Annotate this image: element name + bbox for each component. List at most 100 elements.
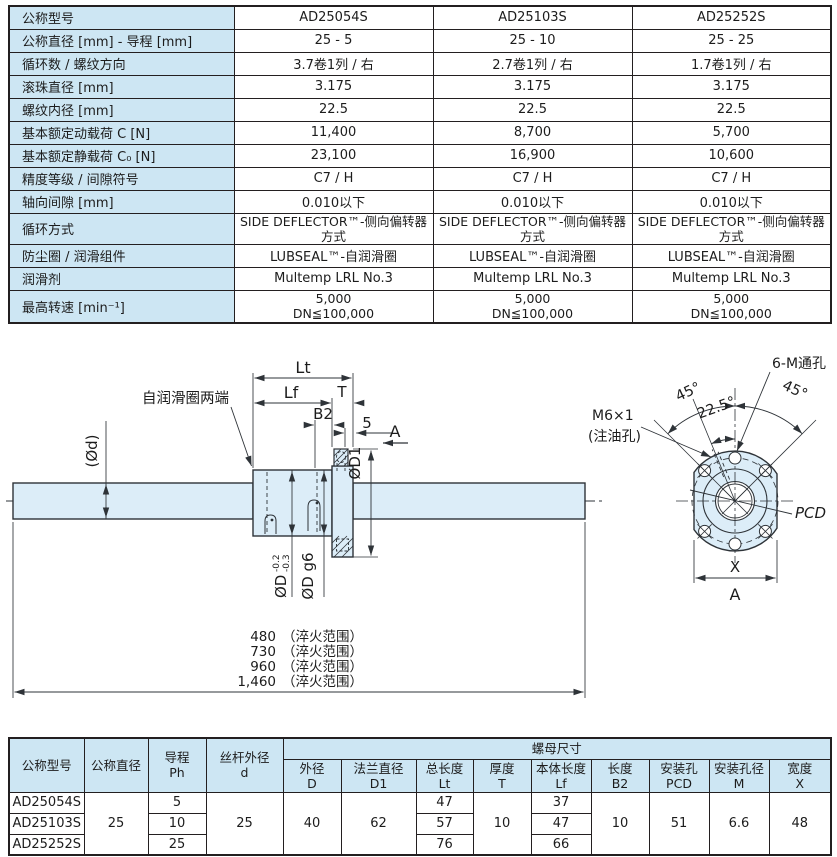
flange-dia-cell: 62 xyxy=(340,791,417,856)
spec-value: 1.7卷1列 / 右 xyxy=(631,51,832,76)
spec-value: Multemp LRL No.3 xyxy=(631,266,832,291)
svg-text:730: 730 xyxy=(250,644,276,660)
end-view-a-label: A xyxy=(730,585,741,604)
angle-mid-label: 22.5° xyxy=(695,394,738,423)
spec-value: 3.175 xyxy=(631,74,832,99)
dimension-lines xyxy=(14,374,584,696)
col-header-nominal-dia: 公称直径 xyxy=(83,737,149,793)
row-label: 润滑剂 xyxy=(8,266,235,291)
spec-value: 22.5 xyxy=(233,97,434,122)
pcd-leader xyxy=(689,489,793,515)
dim-od-tolerance-label: ØD -0.2 -0.3 xyxy=(272,554,292,598)
svg-text:960: 960 xyxy=(250,659,276,675)
table-row: AD25103S 10 57 47 xyxy=(8,812,831,835)
dim-t-label: T xyxy=(336,383,347,401)
svg-text:（淬火范围）: （淬火范围） xyxy=(282,629,363,645)
spec-value: 25 - 10 xyxy=(432,28,633,53)
seal-note-leader xyxy=(230,406,252,467)
spec-value: LUBSEAL™-自润滑圈 xyxy=(233,243,434,268)
view-a-label: A xyxy=(390,422,401,441)
oil-hole-sub-label: (注油孔) xyxy=(588,429,641,445)
row-label: 最高转速 [min⁻¹] xyxy=(8,289,235,324)
body-length-cell: 66 xyxy=(530,833,592,856)
b2-cell: 10 xyxy=(590,791,650,856)
dim-lf-label: Lf xyxy=(284,383,299,402)
spec-value: SIDE DEFLECTOR™-侧向偏转器方式 xyxy=(233,212,434,245)
oil-hole-leader xyxy=(640,426,712,458)
row-label: 公称直径 [mm] - 导程 [mm] xyxy=(8,28,235,53)
side-view xyxy=(6,373,602,698)
angle-left-label: 45° xyxy=(673,380,703,405)
group-header-nut-dims: 螺母尺寸 xyxy=(282,737,832,760)
screw-shaft-left xyxy=(12,482,254,520)
spec-value: Multemp LRL No.3 xyxy=(233,266,434,291)
table-row: AD25054S 25 5 25 40 62 47 10 37 10 51 6.… xyxy=(8,791,832,856)
row-label: 基本额定静载荷 C₀ [N] xyxy=(8,143,235,168)
row-label: 滚珠直径 [mm] xyxy=(8,74,235,99)
pcd-cell: 51 xyxy=(648,791,710,856)
row-label: 基本额定动载荷 C [N] xyxy=(8,120,235,145)
spec-value: C7 / H xyxy=(233,166,434,191)
flange-hole-dashed xyxy=(336,538,349,552)
lead-cell: 10 xyxy=(147,812,207,835)
spec-value: 22.5 xyxy=(432,97,633,122)
spec-value: 0.010以下 xyxy=(432,189,633,214)
body-length-cell: 47 xyxy=(530,812,592,835)
col-header-model: 公称型号 xyxy=(8,737,85,793)
svg-text:ØD: ØD xyxy=(272,575,290,598)
holes-label: 6-M通孔 xyxy=(772,356,826,372)
mount-holes xyxy=(697,451,773,551)
svg-text:（淬火范围）: （淬火范围） xyxy=(282,674,363,690)
spec-value: 5,000 DN≦100,000 xyxy=(233,289,434,324)
dim-od1-label: ØD1 xyxy=(346,447,364,480)
width-x-cell: 48 xyxy=(768,791,832,856)
dim-b2-label: B2 xyxy=(313,405,333,423)
spec-value: AD25103S xyxy=(432,5,633,30)
holes-leader xyxy=(736,371,771,452)
mount-hole-dia-cell: 6.6 xyxy=(708,791,770,856)
lead-cell: 25 xyxy=(147,833,207,856)
body-length-cell: 37 xyxy=(530,791,592,814)
oil-hole-label: M6×1 xyxy=(592,408,634,424)
dim-shaft-dia-label: (Ød) xyxy=(83,434,101,467)
row-label: 防尘圈 / 润滑组件 xyxy=(8,243,235,268)
dim-od-g6-label: ØD g6 xyxy=(299,552,317,599)
total-length-cell: 57 xyxy=(415,812,474,835)
spec-value: C7 / H xyxy=(432,166,633,191)
row-label: 循环方式 xyxy=(8,212,235,245)
pcd-label: PCD xyxy=(795,504,826,522)
spec-value: 0.010以下 xyxy=(631,189,832,214)
oil-hole-dashed xyxy=(336,451,346,463)
spec-value: 25 - 5 xyxy=(233,28,434,53)
side-view-labels: Lt Lf T B2 5 A 自润滑圈两端 ØD1 (Ød) ØD -0.2 -… xyxy=(83,358,401,690)
spec-value: 22.5 xyxy=(631,97,832,122)
od-cell: 40 xyxy=(282,791,342,856)
svg-text:480: 480 xyxy=(250,629,276,645)
svg-text:-0.3: -0.3 xyxy=(282,554,292,572)
model-cell: AD25252S xyxy=(8,833,85,856)
model-cell: AD25054S xyxy=(8,791,85,814)
spec-value: 5,000 DN≦100,000 xyxy=(432,289,633,324)
row-label: 螺纹内径 [mm] xyxy=(8,97,235,122)
spec-value: C7 / H xyxy=(631,166,832,191)
oil-hole-projection xyxy=(711,449,731,480)
spec-value: 3.175 xyxy=(233,74,434,99)
spec-value: 3.175 xyxy=(432,74,633,99)
